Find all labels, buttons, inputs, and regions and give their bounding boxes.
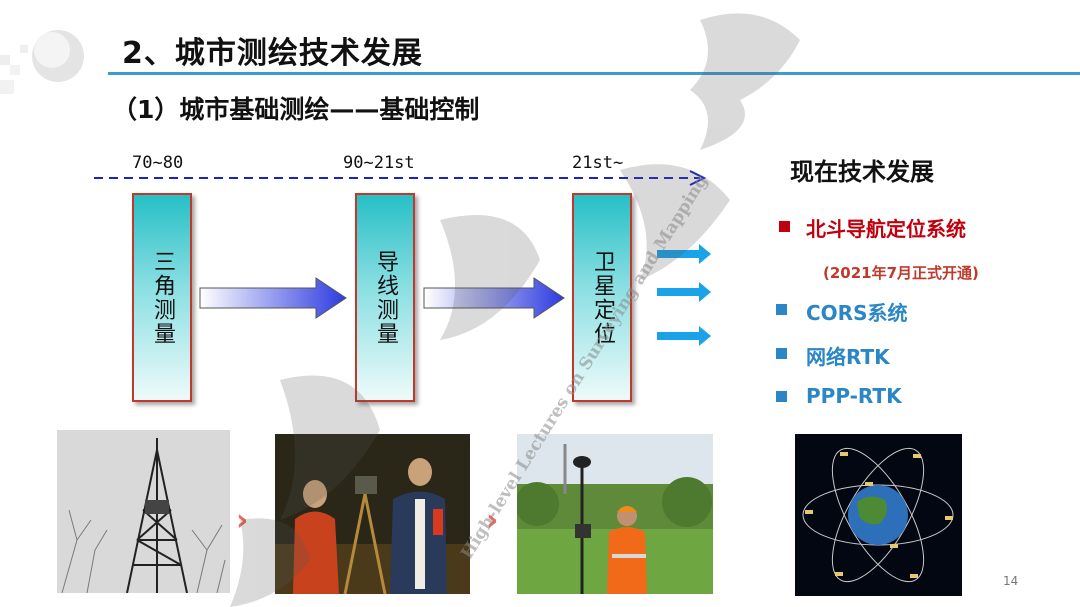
bullet-icon (776, 304, 787, 315)
progress-arrow-1 (199, 277, 347, 319)
page-title: 2、城市测绘技术发展 (122, 36, 423, 71)
era-label-3: 21st~ (572, 153, 624, 173)
photo-traverse-surveyors (275, 434, 470, 594)
bullet-icon (776, 391, 787, 402)
chevron-right-icon: › (486, 503, 499, 538)
beidou-note: (2021年7月正式开通) (823, 264, 979, 282)
method-label: 导线测量 (373, 249, 398, 346)
photo-survey-tower (57, 430, 230, 593)
photo-satellite-constellation (795, 434, 962, 596)
method-box-traverse: 导线测量 (355, 193, 415, 402)
method-label: 三角测量 (150, 249, 175, 346)
chevron-right-icon: › (236, 503, 249, 538)
photo-gps-rover (517, 434, 713, 594)
tech-item-cors: CORS系统 (806, 301, 908, 325)
title-divider (108, 72, 1080, 75)
timeline-arrow (94, 170, 707, 186)
era-label-2: 90~21st (343, 153, 415, 173)
small-arrows (657, 244, 711, 346)
tech-item-beidou: 北斗导航定位系统 (806, 217, 966, 241)
page-number: 14 (1003, 574, 1019, 588)
corner-decoration (0, 30, 84, 94)
tech-item-ppp-rtk: PPP-RTK (806, 384, 902, 408)
progress-arrow-2 (423, 277, 565, 319)
section-subtitle: （1）城市基础测绘——基础控制 (112, 95, 480, 124)
method-label: 卫星定位 (590, 249, 615, 346)
current-tech-title: 现在技术发展 (790, 158, 934, 186)
era-label-1: 70~80 (132, 153, 184, 173)
tech-item-network-rtk: 网络RTK (806, 345, 890, 369)
bullet-icon (776, 348, 787, 359)
method-box-satellite: 卫星定位 (572, 193, 632, 402)
bullet-icon (779, 221, 790, 232)
method-box-triangulation: 三角测量 (132, 193, 192, 402)
